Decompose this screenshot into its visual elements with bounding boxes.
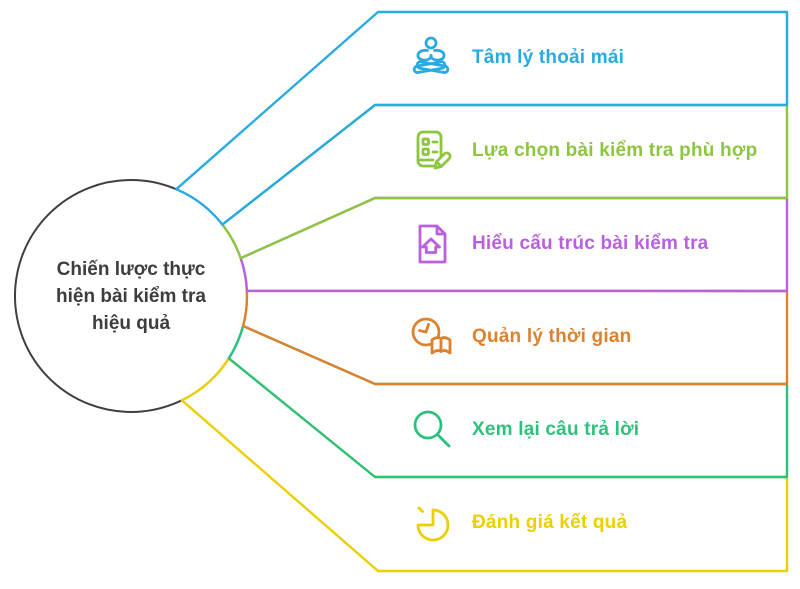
band-outline-4 [241, 289, 789, 386]
band-outline-1 [175, 10, 789, 226]
center-topic: Chiến lược thực hiện bài kiểm tra hiệu q… [16, 256, 246, 337]
branch-label: Tâm lý thoải mái [472, 47, 625, 68]
document-home-icon [407, 220, 455, 268]
branch-item-2: Lựa chọn bài kiểm tra phù hợp [407, 127, 787, 175]
pie-chart-icon [407, 499, 455, 547]
band-outline-6 [180, 357, 789, 573]
meditation-icon [407, 34, 455, 82]
branch-label: Xem lại câu trả lời [472, 419, 640, 440]
branch-label: Hiểu cấu trúc bài kiểm tra [472, 233, 709, 254]
branch-item-4: Quản lý thời gian [407, 313, 787, 361]
magnifier-icon [407, 406, 455, 454]
clock-book-icon [407, 313, 455, 361]
center-topic-line: hiện bài kiểm tra [56, 286, 206, 307]
branch-item-6: Đánh giá kết quả [407, 499, 787, 547]
branch-item-1: Tâm lý thoải mái [407, 34, 787, 82]
branch-label: Quản lý thời gian [472, 326, 632, 347]
center-topic-line: hiệu quả [91, 313, 171, 334]
branch-item-5: Xem lại câu trả lời [407, 406, 787, 454]
branch-label: Lựa chọn bài kiểm tra phù hợp [472, 140, 758, 161]
checklist-pencil-icon [407, 127, 455, 175]
branch-item-3: Hiểu cấu trúc bài kiểm tra [407, 220, 787, 268]
center-topic-line: Chiến lược thực [56, 259, 206, 280]
branch-label: Đánh giá kết quả [472, 512, 628, 533]
